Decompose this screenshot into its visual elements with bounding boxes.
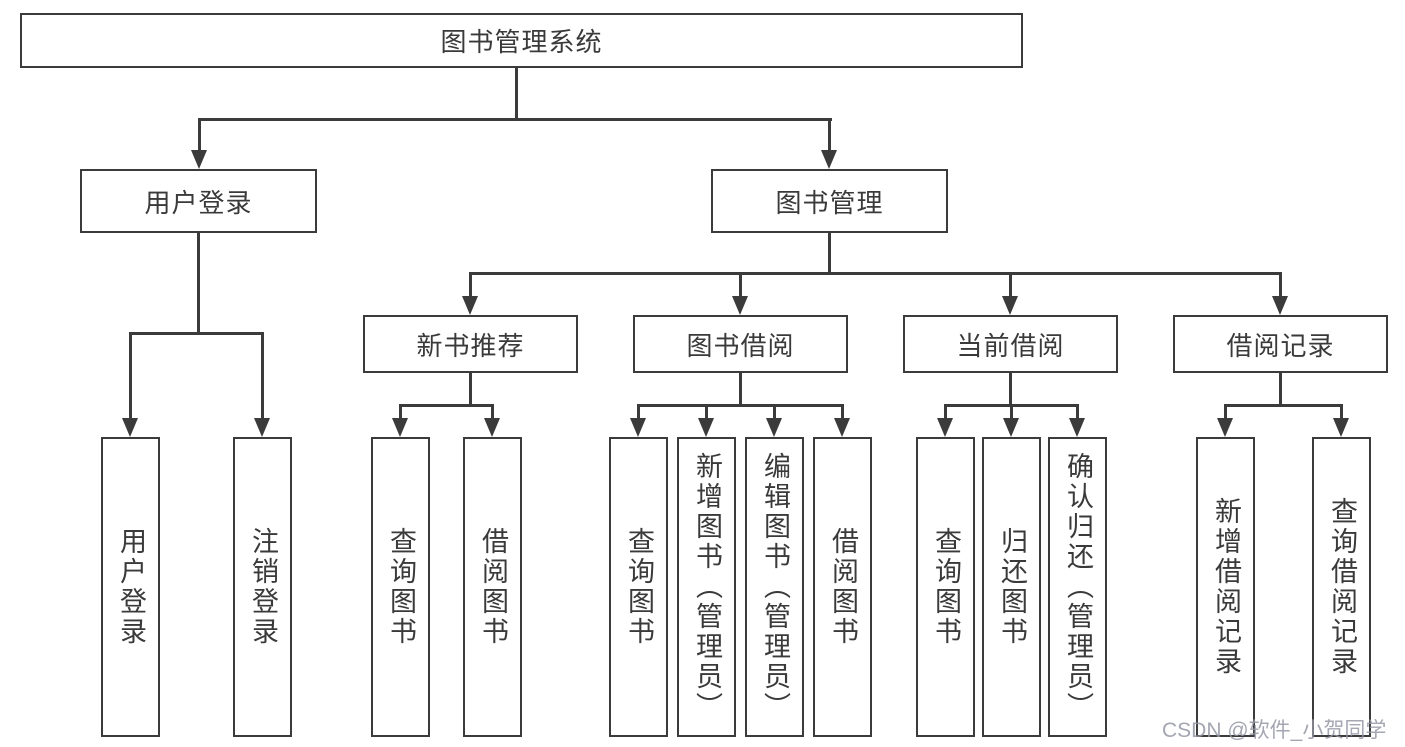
node-library-management-system: 图书管理系统 xyxy=(20,13,1023,68)
node-leaf-cb-return-books: 归还图书 xyxy=(982,437,1041,737)
node-leaf-bb-borrow-books: 借阅图书 xyxy=(813,437,872,737)
node-book-borrowing: 图书借阅 xyxy=(633,315,848,373)
arrow-down-cb-return xyxy=(1003,418,1019,437)
arrow-down-book-borrowing xyxy=(732,296,748,315)
connector-drop-cb-return xyxy=(1010,404,1013,422)
connector-borrowing-records-branch xyxy=(1224,404,1343,407)
connector-drop-bb-edit xyxy=(773,404,776,422)
node-user-login: 用户登录 xyxy=(80,169,317,233)
arrow-down-borrowing-records xyxy=(1272,296,1288,315)
node-leaf-bb-query-books-label: 查询图书 xyxy=(624,527,654,647)
node-leaf-bb-query-books: 查询图书 xyxy=(609,437,668,737)
connector-new-book-recommend-stem xyxy=(469,373,472,407)
connector-book-management-branch xyxy=(469,272,1282,275)
arrow-down-cb-query xyxy=(937,418,953,437)
node-leaf-user-login-label: 用户登录 xyxy=(116,527,146,647)
connector-drop-user-login xyxy=(198,118,201,156)
arrow-down-bb-add xyxy=(698,418,714,437)
connector-book-borrowing-stem xyxy=(739,373,742,407)
node-leaf-cb-return-books-label: 归还图书 xyxy=(997,527,1027,647)
connector-drop-cb-query xyxy=(944,404,947,422)
connector-drop-nb-borrow xyxy=(491,404,494,422)
node-leaf-bb-borrow-books-label: 借阅图书 xyxy=(828,527,858,647)
node-new-book-recommend-label: 新书推荐 xyxy=(416,330,525,361)
node-leaf-nb-query-books-label: 查询图书 xyxy=(386,527,416,647)
connector-drop-book-management xyxy=(828,118,831,156)
csdn-watermark: CSDN @软件_小贺同学 xyxy=(1162,719,1387,742)
arrow-down-bb-borrow xyxy=(834,418,850,437)
node-leaf-logout-label: 注销登录 xyxy=(248,527,278,647)
arrow-down-cb-confirm xyxy=(1069,418,1085,437)
node-borrowing-records: 借阅记录 xyxy=(1173,315,1388,373)
node-leaf-bb-edit-books-admin-label: 编辑图书（管理员） xyxy=(760,452,790,722)
arrow-down-leaf-logout xyxy=(254,418,270,437)
node-leaf-nb-borrow-books-label: 借阅图书 xyxy=(478,527,508,647)
node-leaf-logout: 注销登录 xyxy=(233,437,292,737)
connector-root-branch xyxy=(198,118,832,121)
connector-drop-nb-query xyxy=(399,404,402,422)
arrow-down-nb-query xyxy=(392,418,408,437)
node-leaf-bb-add-books-admin: 新增图书（管理员） xyxy=(677,437,736,737)
connector-drop-leaf-logout xyxy=(261,332,264,422)
node-borrowing-records-label: 借阅记录 xyxy=(1226,330,1335,361)
node-leaf-cb-query-books-label: 查询图书 xyxy=(931,527,961,647)
connector-book-management-stem xyxy=(828,233,831,274)
connector-drop-current-borrowing xyxy=(1009,272,1012,300)
arrow-down-user-login xyxy=(191,150,207,169)
connector-root-stem xyxy=(515,68,518,120)
connector-drop-bb-add xyxy=(705,404,708,422)
arrow-down-bb-query xyxy=(630,418,646,437)
arrow-down-new-book-recommend xyxy=(462,296,478,315)
arrow-down-br-query xyxy=(1333,418,1349,437)
connector-user-login-stem xyxy=(197,233,200,334)
node-book-management-label: 图书管理 xyxy=(775,187,884,218)
node-library-management-system-label: 图书管理系统 xyxy=(440,27,603,57)
connector-current-borrowing-stem xyxy=(1009,373,1012,407)
node-leaf-bb-add-books-admin-label: 新增图书（管理员） xyxy=(692,452,722,722)
arrow-down-current-borrowing xyxy=(1002,296,1018,315)
node-book-borrowing-label: 图书借阅 xyxy=(686,330,795,361)
arrow-down-book-management xyxy=(821,150,837,169)
node-user-login-label: 用户登录 xyxy=(144,187,253,218)
arrow-down-bb-edit xyxy=(766,418,782,437)
node-leaf-bb-edit-books-admin: 编辑图书（管理员） xyxy=(745,437,804,737)
node-new-book-recommend: 新书推荐 xyxy=(363,315,578,373)
node-leaf-br-add-record-label: 新增借阅记录 xyxy=(1211,497,1241,677)
connector-book-borrowing-branch xyxy=(637,404,843,407)
connector-new-book-recommend-branch xyxy=(399,404,494,407)
node-leaf-nb-query-books: 查询图书 xyxy=(371,437,430,737)
node-leaf-user-login: 用户登录 xyxy=(101,437,160,737)
connector-drop-borrowing-records xyxy=(1279,272,1282,300)
arrow-down-nb-borrow xyxy=(484,418,500,437)
node-leaf-nb-borrow-books: 借阅图书 xyxy=(463,437,522,737)
node-leaf-cb-confirm-return-admin: 确认归还（管理员） xyxy=(1048,437,1107,737)
node-leaf-cb-confirm-return-admin-label: 确认归还（管理员） xyxy=(1063,452,1093,722)
connector-user-login-branch xyxy=(129,332,264,335)
connector-borrowing-records-stem xyxy=(1279,373,1282,407)
connector-drop-bb-borrow xyxy=(841,404,844,422)
node-leaf-br-query-record: 查询借阅记录 xyxy=(1312,437,1371,737)
connector-drop-br-add xyxy=(1224,404,1227,422)
arrow-down-leaf-user-login xyxy=(122,418,138,437)
connector-drop-br-query xyxy=(1340,404,1343,422)
node-current-borrowing-label: 当前借阅 xyxy=(956,330,1065,361)
node-book-management: 图书管理 xyxy=(711,169,948,233)
node-leaf-cb-query-books: 查询图书 xyxy=(916,437,975,737)
connector-drop-cb-confirm xyxy=(1076,404,1079,422)
connector-drop-book-borrowing xyxy=(739,272,742,300)
node-leaf-br-add-record: 新增借阅记录 xyxy=(1196,437,1255,737)
node-current-borrowing: 当前借阅 xyxy=(903,315,1118,373)
arrow-down-br-add xyxy=(1217,418,1233,437)
connector-drop-leaf-user-login xyxy=(129,332,132,422)
connector-drop-new-book-recommend xyxy=(469,272,472,300)
connector-drop-bb-query xyxy=(637,404,640,422)
node-leaf-br-query-record-label: 查询借阅记录 xyxy=(1327,497,1357,677)
